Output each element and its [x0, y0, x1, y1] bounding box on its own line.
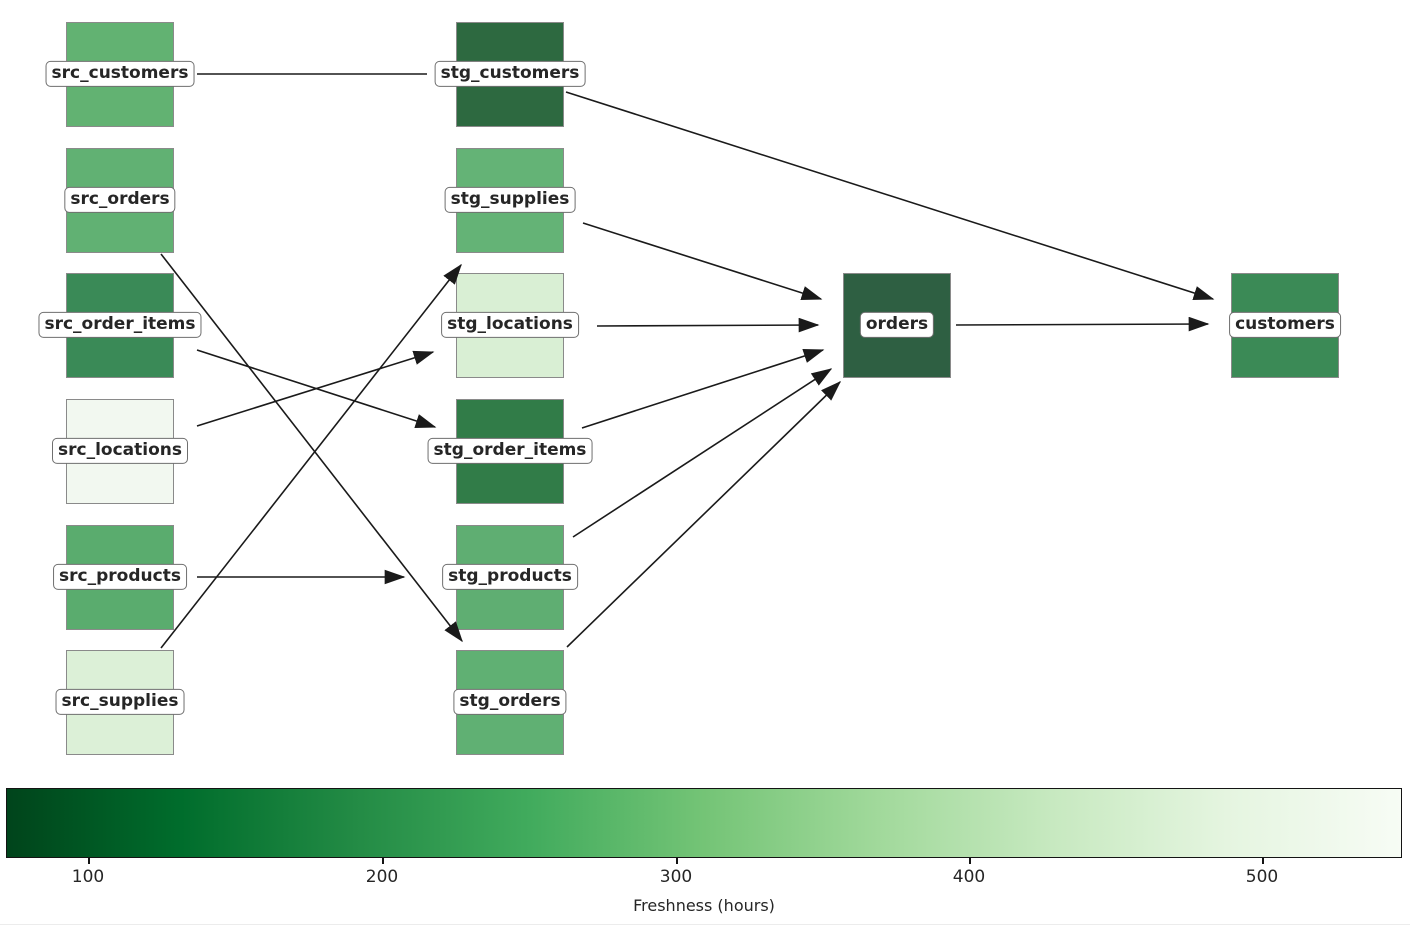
node-label-stg_locations: stg_locations [441, 311, 579, 339]
node-label-src_locations: src_locations [52, 437, 188, 465]
node-label-src_supplies: src_supplies [55, 688, 185, 716]
node-label-orders: orders [859, 311, 935, 339]
node-label-src_order_items: src_order_items [38, 311, 202, 339]
colorbar-tick-200 [382, 858, 384, 864]
node-label-stg_order_items: stg_order_items [427, 437, 593, 465]
node-label-stg_supplies: stg_supplies [444, 186, 576, 214]
edge-orders-to-customers [955, 316, 1210, 332]
colorbar-tick-label-100: 100 [71, 867, 105, 887]
node-label-src_customers: src_customers [45, 60, 195, 88]
node-label-stg_orders: stg_orders [453, 688, 567, 716]
colorbar-axis-label: Freshness (hours) [633, 896, 775, 915]
colorbar-tick-label-500: 500 [1245, 867, 1279, 887]
node-label-stg_customers: stg_customers [434, 60, 586, 88]
edge-stg_locations-to-orders [596, 317, 820, 333]
colorbar-tick-500 [1262, 858, 1264, 864]
edge-src_orders-to-stg_orders [160, 253, 463, 643]
figure-bottom-hairline [0, 924, 1410, 925]
node-label-stg_products: stg_products [442, 563, 578, 591]
colorbar-tick-label-200: 200 [365, 867, 399, 887]
node-label-customers: customers [1229, 311, 1341, 339]
edge-stg_supplies-to-orders [582, 222, 823, 301]
colorbar-tick-100 [88, 858, 90, 864]
node-label-src_orders: src_orders [64, 186, 176, 214]
edge-src_supplies-to-stg_supplies [160, 263, 462, 649]
edge-stg_customers-to-customers [565, 91, 1215, 301]
edge-stg_order_items-to-orders [581, 349, 825, 429]
colorbar-tick-label-300: 300 [659, 867, 693, 887]
colorbar-tick-400 [969, 858, 971, 864]
edge-stg_products-to-orders [572, 368, 833, 538]
edge-stg_orders-to-orders [566, 380, 842, 648]
freshness-colorbar [6, 788, 1402, 858]
node-label-src_products: src_products [53, 563, 187, 591]
colorbar-tick-label-400: 400 [952, 867, 986, 887]
edge-src_locations-to-stg_locations [196, 350, 435, 427]
colorbar-tick-300 [676, 858, 678, 864]
